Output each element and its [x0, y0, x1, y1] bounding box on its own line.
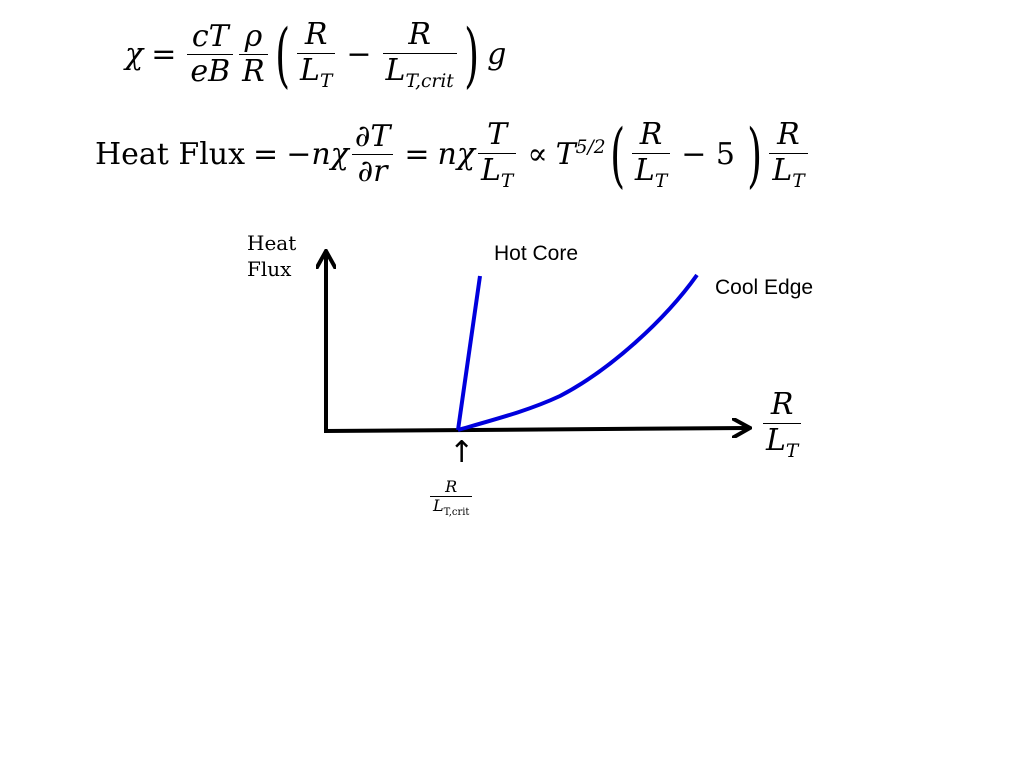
cool-edge-label: Cool Edge — [715, 276, 814, 299]
right-paren: ) — [747, 113, 763, 196]
left-paren: ( — [609, 113, 625, 196]
y-axis-label-line1: Heat — [247, 231, 297, 255]
fraction-denominator: R — [242, 54, 265, 90]
y-axis-label-line2: Flux — [247, 257, 292, 281]
critical-gradient-label: R LT,crit — [427, 477, 475, 519]
rho-over-r-fraction: ρ R — [239, 18, 268, 90]
hot-core-curve — [456, 275, 482, 431]
fraction-denominator: LT — [772, 152, 805, 192]
equals-sign: = — [404, 137, 430, 173]
neg-n-chi: −nχ — [286, 137, 349, 173]
dt-dr-fraction: ∂T ∂r — [351, 118, 394, 190]
fraction-numerator: cT — [191, 18, 229, 54]
y-axis-label: Heat Flux — [247, 230, 296, 282]
fraction-numerator: R — [777, 117, 800, 152]
heat-flux-equation: Heat Flux = −nχ ∂T ∂r = nχ T LT ∝ T5/2 (… — [95, 113, 811, 196]
fraction-denominator: LT,crit — [385, 52, 454, 92]
cool-edge-curve — [457, 273, 699, 432]
chi-symbol: χ — [125, 37, 144, 73]
fraction-numerator: ∂T — [354, 118, 391, 154]
t-over-lt-fraction: T LT — [478, 117, 517, 192]
n-chi: nχ — [437, 137, 476, 173]
fraction-numerator: R — [408, 17, 431, 52]
heat-flux-term: Heat Flux — [95, 137, 246, 173]
crit-label-numerator: R — [445, 477, 458, 496]
hot-core-label: Hot Core — [494, 242, 579, 265]
fraction-denominator: eB — [190, 54, 231, 90]
x-axis-label: R LT — [760, 387, 804, 462]
equals-sign: = — [151, 37, 177, 73]
fraction-denominator: ∂r — [357, 154, 388, 190]
critical-point-arrow: ↑ — [449, 435, 475, 470]
ct-over-eb-fraction: cT eB — [187, 18, 234, 90]
x-axis — [323, 428, 748, 431]
minus-five: − 5 — [681, 137, 735, 173]
fraction-denominator: LT — [481, 152, 514, 192]
g-factor: g — [487, 37, 507, 73]
r-over-lt-crit-fraction: R LT,crit — [382, 17, 457, 92]
fraction-numerator: T — [487, 117, 508, 152]
fraction-numerator: ρ — [244, 18, 263, 54]
fraction-numerator: R — [639, 117, 663, 152]
x-axis-label-denominator: LT — [766, 422, 799, 462]
t-power-term: T5/2 — [555, 137, 606, 173]
equals-sign: = — [253, 137, 279, 173]
x-axis-label-numerator: R — [770, 387, 794, 422]
fraction-denominator: LT — [300, 52, 333, 92]
fraction-denominator: LT — [634, 152, 668, 192]
fraction-numerator: R — [304, 17, 328, 52]
proportional-sign: ∝ — [527, 137, 548, 173]
r-over-lt-fraction: R LT — [631, 117, 671, 192]
crit-label-denominator: LT,crit — [433, 496, 470, 519]
r-over-lt-fraction: R LT — [297, 17, 336, 92]
right-paren: ) — [463, 13, 479, 96]
r-over-lt-fraction-trailing: R LT — [769, 117, 808, 192]
minus-sign: − — [346, 37, 372, 73]
left-paren: ( — [274, 13, 290, 96]
chi-equation: χ = cT eB ρ R ( R LT − R LT,crit ) g — [125, 13, 507, 96]
